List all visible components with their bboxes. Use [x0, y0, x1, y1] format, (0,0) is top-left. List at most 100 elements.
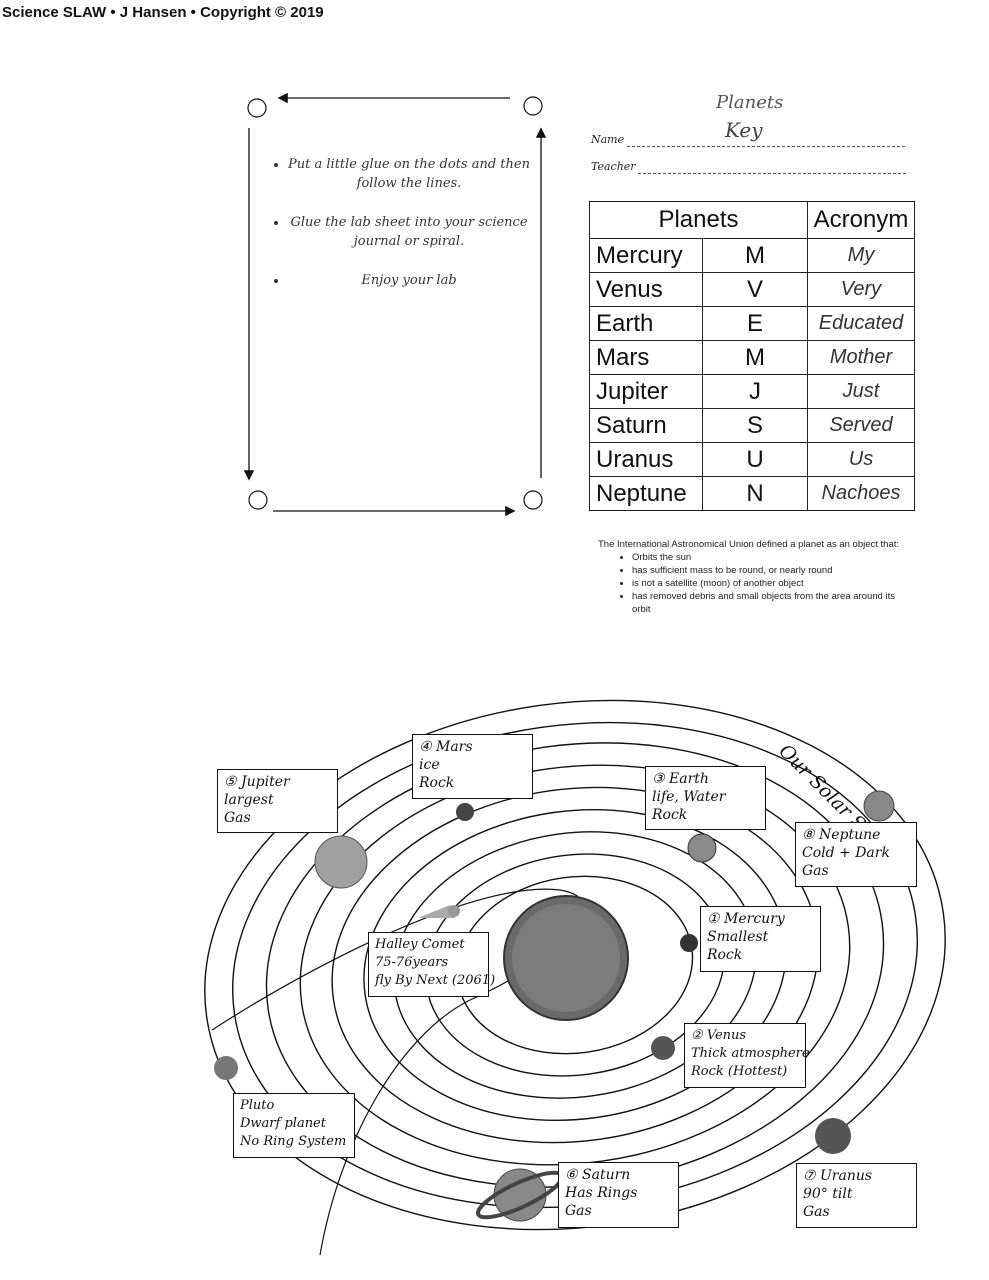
- label-line: Rock (Hottest): [691, 1064, 788, 1079]
- table-row: Mars M Mother: [589, 340, 915, 375]
- label-line: ⑤ Jupiter: [224, 774, 290, 790]
- label-uranus: ⑦ Uranus 90° tilt Gas: [796, 1163, 917, 1228]
- label-line: Gas: [802, 863, 829, 879]
- planet-neptune: [863, 790, 895, 822]
- iau-criterion: has sufficient mass to be round, or near…: [632, 564, 908, 577]
- glue-dot-bottom-right: [523, 490, 543, 510]
- acronym-word: Educated: [807, 306, 915, 341]
- planet-name: Mercury: [589, 238, 703, 273]
- label-line: ice: [419, 757, 440, 773]
- label-line: Gas: [565, 1203, 592, 1219]
- iau-criterion: has removed debris and small objects fro…: [632, 590, 908, 616]
- planet-name: Saturn: [589, 408, 703, 443]
- planet-jupiter: [314, 835, 368, 889]
- orbit-jupiter: [299, 764, 851, 1166]
- label-halley-comet: Halley Comet 75-76years fly By Next (206…: [368, 932, 496, 997]
- label-line: largest: [224, 792, 274, 808]
- planet-letter: N: [702, 476, 808, 511]
- label-line: 75-76years: [375, 955, 449, 970]
- planet-name: Mars: [589, 340, 703, 375]
- label-mercury: ① Mercury Smallest Rock: [700, 906, 821, 972]
- table-row: Saturn S Served: [589, 408, 915, 443]
- teacher-label: Teacher: [591, 160, 636, 173]
- label-line: Halley Comet: [375, 937, 465, 952]
- copyright-notice: Science SLAW • J Hansen • Copyright © 20…: [2, 4, 324, 21]
- planet-saturn: [476, 1168, 564, 1222]
- glue-dot-top-left: [247, 98, 267, 118]
- label-line: Thick atmosphere: [691, 1046, 810, 1061]
- sun-surface: [512, 904, 620, 1012]
- label-line: life, Water: [652, 789, 726, 805]
- name-label: Name: [591, 133, 625, 146]
- iau-criterion: is not a satellite (moon) of another obj…: [632, 577, 908, 590]
- label-line: ④ Mars: [419, 739, 473, 755]
- label-line: Rock: [707, 947, 743, 963]
- label-saturn: ⑥ Saturn Has Rings Gas: [558, 1162, 679, 1228]
- label-pluto: Pluto Dwarf planet No Ring System: [233, 1093, 355, 1158]
- table-row: Neptune N Nachoes: [589, 476, 915, 511]
- table-row: Jupiter J Just: [589, 374, 915, 409]
- halley-comet: [418, 905, 460, 918]
- label-line: ② Venus: [691, 1028, 747, 1043]
- table-row: Mercury M My: [589, 238, 915, 273]
- acronym-word: Just: [807, 374, 915, 409]
- planet-mars: [456, 803, 474, 821]
- worksheet-title: Planets: [716, 92, 784, 113]
- name-value: Key: [725, 118, 763, 142]
- planet-pluto: [214, 1056, 238, 1080]
- planet-name: Neptune: [589, 476, 703, 511]
- acronym-word: Nachoes: [807, 476, 915, 511]
- label-earth: ③ Earth life, Water Rock: [645, 766, 766, 830]
- planet-uranus: [815, 1118, 851, 1154]
- acronym-word: Very: [807, 272, 915, 307]
- label-venus: ② Venus Thick atmosphere Rock (Hottest): [684, 1023, 810, 1088]
- label-line: Smallest: [707, 929, 769, 945]
- planet-letter: E: [702, 306, 808, 341]
- planets-acronym-table: Planets Acronym Mercury M My Venus V Ver…: [589, 201, 915, 511]
- label-line: Cold + Dark: [802, 845, 890, 861]
- name-line: [627, 145, 905, 147]
- label-jupiter: ⑤ Jupiter largest Gas: [217, 769, 338, 833]
- instruction-item: Put a little glue on the dots and then f…: [288, 155, 530, 193]
- label-neptune: ⑧ Neptune Cold + Dark Gas: [795, 822, 917, 887]
- label-line: Has Rings: [565, 1185, 638, 1201]
- label-line: Gas: [224, 810, 251, 826]
- label-line: No Ring System: [240, 1134, 347, 1149]
- planet-venus: [651, 1036, 675, 1060]
- planet-name: Earth: [589, 306, 703, 341]
- acronym-word: Served: [807, 408, 915, 443]
- label-line: ⑧ Neptune: [802, 827, 881, 843]
- planet-letter: U: [702, 442, 808, 477]
- instructions-list: Put a little glue on the dots and then f…: [270, 155, 530, 310]
- label-line: Dwarf planet: [240, 1116, 326, 1131]
- label-line: Rock: [419, 775, 455, 791]
- table-row: Uranus U Us: [589, 442, 915, 477]
- planet-letter: J: [702, 374, 808, 409]
- acronym-header: Acronym: [807, 201, 915, 239]
- planet-name: Jupiter: [589, 374, 703, 409]
- instruction-item: Enjoy your lab: [288, 271, 530, 290]
- label-line: Gas: [803, 1204, 830, 1220]
- iau-criterion: Orbits the sun: [632, 551, 908, 564]
- glue-dot-top-right: [523, 96, 543, 116]
- instruction-item: Glue the lab sheet into your science jou…: [288, 213, 530, 251]
- planet-earth: [687, 833, 717, 863]
- table-row: Earth E Educated: [589, 306, 915, 341]
- label-line: Pluto: [240, 1098, 275, 1113]
- iau-intro: The International Astronomical Union def…: [598, 539, 900, 550]
- planet-name: Uranus: [589, 442, 703, 477]
- label-line: ⑥ Saturn: [565, 1167, 631, 1183]
- teacher-line: [638, 172, 906, 174]
- label-line: Rock: [652, 807, 688, 823]
- planet-name: Venus: [589, 272, 703, 307]
- label-line: fly By Next (2061): [375, 973, 496, 988]
- label-line: ① Mercury: [707, 911, 785, 927]
- iau-definition: The International Astronomical Union def…: [598, 538, 908, 616]
- glue-dot-bottom-left: [248, 490, 268, 510]
- label-mars: ④ Mars ice Rock: [412, 734, 533, 799]
- acronym-word: My: [807, 238, 915, 273]
- label-line: ③ Earth: [652, 771, 709, 787]
- planet-mercury: [680, 934, 698, 952]
